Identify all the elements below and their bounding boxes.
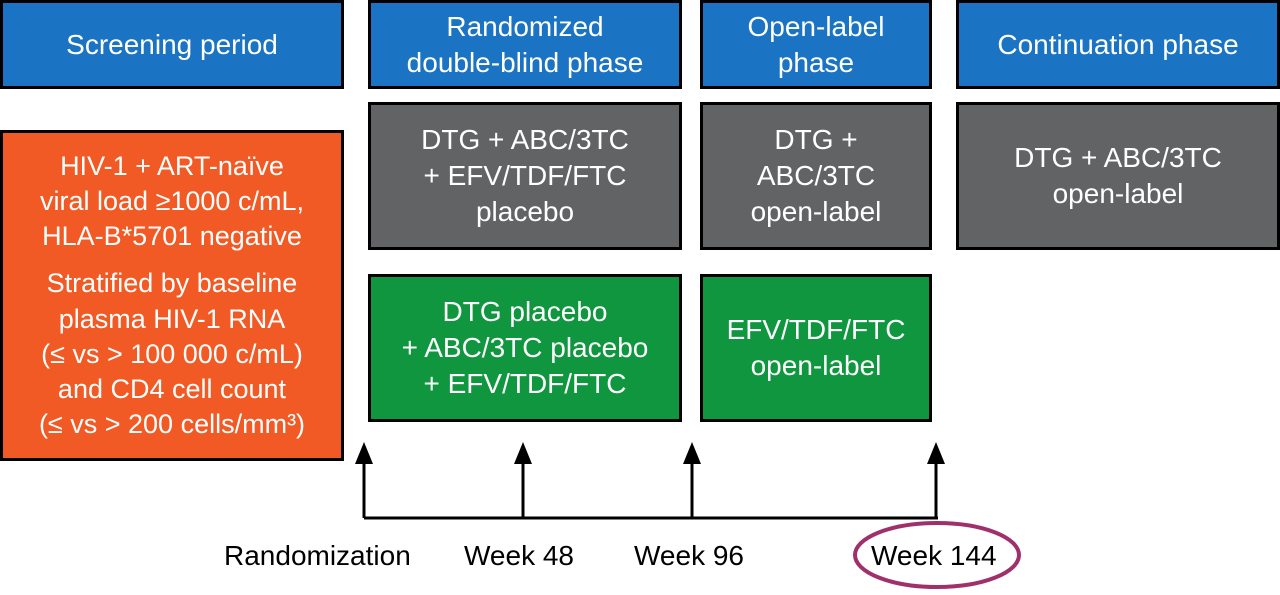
eligibility-criteria-line1: HIV-1 + ART-naïve (60, 151, 284, 182)
phase-randomized-label-line2: double-blind phase (406, 46, 644, 78)
arm-dtg-continuation: DTG + ABC/3TC open-label (956, 102, 1280, 250)
arm-dtg-double-blind: DTG + ABC/3TC + EFV/TDF/FTC placebo (368, 102, 682, 250)
arm-efv-open-label: EFV/TDF/FTC open-label (700, 274, 932, 422)
phase-open-label: Open-label phase (700, 0, 932, 89)
arm-dtg-double-blind-line3: placebo (475, 195, 575, 227)
arrow-week144-icon (927, 442, 945, 464)
arm-efv-double-blind: DTG placebo + ABC/3TC placebo + EFV/TDF/… (368, 274, 682, 422)
phase-open-label-line2: phase (777, 46, 855, 78)
arrow-week96-icon (683, 442, 701, 464)
eligibility-criteria-line3: HLA-B*5701 negative (42, 221, 302, 252)
arm-dtg-open-label-line1: DTG + (774, 124, 858, 156)
phase-randomized-label-line1: Randomized (446, 10, 604, 42)
arm-efv-open-label-line2: open-label (750, 350, 882, 381)
phase-screening-period: Screening period (0, 0, 344, 89)
label-week144: Week 144 (871, 540, 997, 571)
arm-efv-open-label-line1: EFV/TDF/FTC (726, 314, 906, 346)
stratification-line2: plasma HIV-1 RNA (58, 303, 286, 334)
phase-randomized-double-blind: Randomized double-blind phase (368, 0, 682, 89)
stratification-line4: and CD4 cell count (57, 373, 287, 404)
label-week48: Week 48 (464, 540, 574, 571)
stratification-line3: (≤ vs > 100 000 c/mL) (41, 338, 303, 369)
stratification-line5: (≤ vs > 200 cells/mm³) (38, 408, 306, 439)
arm-dtg-double-blind-line2: + EFV/TDF/FTC (423, 160, 627, 192)
phase-continuation: Continuation phase (956, 0, 1280, 89)
arm-dtg-continuation-line1: DTG + ABC/3TC (1014, 142, 1222, 174)
arm-dtg-continuation-line2: open-label (1052, 178, 1184, 209)
arm-dtg-open-label-line2: ABC/3TC (756, 160, 876, 192)
week144-highlight-ellipse (853, 521, 1021, 589)
arrow-randomization-icon (355, 442, 373, 464)
label-week96: Week 96 (634, 540, 744, 571)
eligibility-criteria-line2: viral load ≥1000 c/mL, (40, 186, 304, 217)
arm-efv-double-blind-line2: + ABC/3TC placebo (401, 332, 649, 364)
arm-dtg-double-blind-line1: DTG + ABC/3TC (421, 124, 629, 156)
stratification-line1: Stratified by baseline (46, 268, 298, 299)
arm-efv-double-blind-line1: DTG placebo (442, 296, 608, 328)
arm-dtg-open-label: DTG + ABC/3TC open-label (700, 102, 932, 250)
arrow-week48-icon (514, 442, 532, 464)
phase-open-label-line1: Open-label (747, 10, 885, 42)
phase-continuation-label: Continuation phase (997, 28, 1239, 60)
arm-dtg-open-label-line3: open-label (750, 195, 882, 227)
arm-efv-double-blind-line3: + EFV/TDF/FTC (423, 367, 627, 399)
eligibility-box: HIV-1 + ART-naïve viral load ≥1000 c/mL,… (0, 130, 344, 461)
phase-screening-label: Screening period (66, 28, 278, 60)
label-randomization: Randomization (224, 540, 411, 571)
